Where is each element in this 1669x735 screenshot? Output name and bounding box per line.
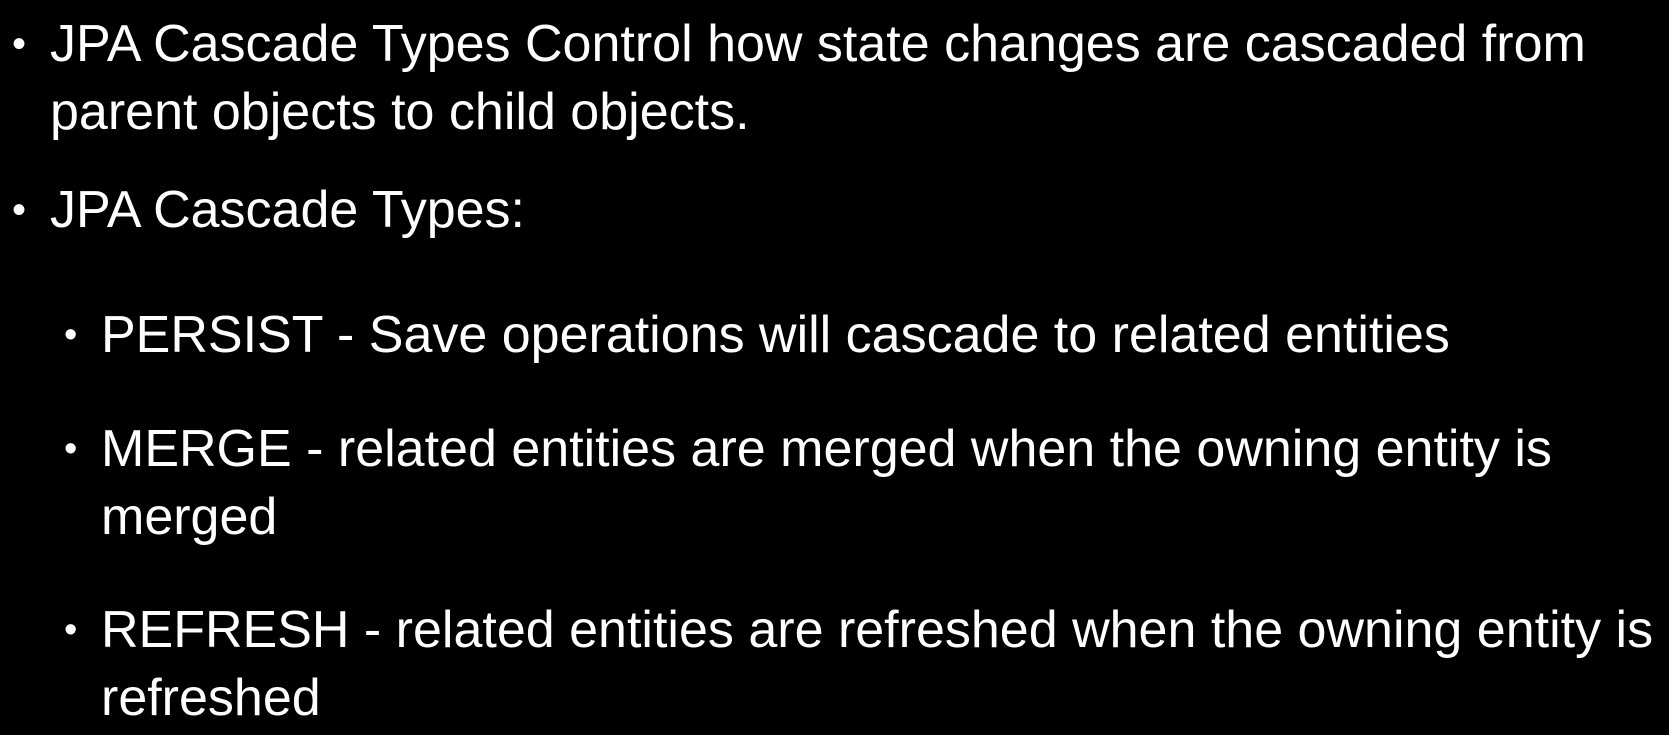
- bullet-text: JPA Cascade Types:: [50, 181, 526, 239]
- bullet-item-refresh: • REFRESH - related entities are refresh…: [64, 596, 1661, 732]
- bullet-item-cascade-types-heading: • JPA Cascade Types:: [12, 176, 1650, 244]
- bullet-icon: •: [64, 428, 78, 470]
- bullet-icon: •: [12, 22, 27, 66]
- bullet-item-merge: • MERGE - related entities are merged wh…: [64, 415, 1661, 551]
- bullet-text: REFRESH - related entities are refreshed…: [101, 601, 1654, 727]
- bullet-icon: •: [12, 188, 27, 232]
- bullet-text: PERSIST - Save operations will cascade t…: [101, 306, 1450, 364]
- bullet-icon: •: [64, 314, 78, 356]
- bullet-item-cascade-control: • JPA Cascade Types Control how state ch…: [12, 10, 1650, 146]
- bullet-item-persist: • PERSIST - Save operations will cascade…: [64, 301, 1661, 369]
- bullet-icon: •: [64, 609, 78, 651]
- bullet-text: MERGE - related entities are merged when…: [101, 420, 1552, 546]
- bullet-text: JPA Cascade Types Control how state chan…: [50, 15, 1586, 141]
